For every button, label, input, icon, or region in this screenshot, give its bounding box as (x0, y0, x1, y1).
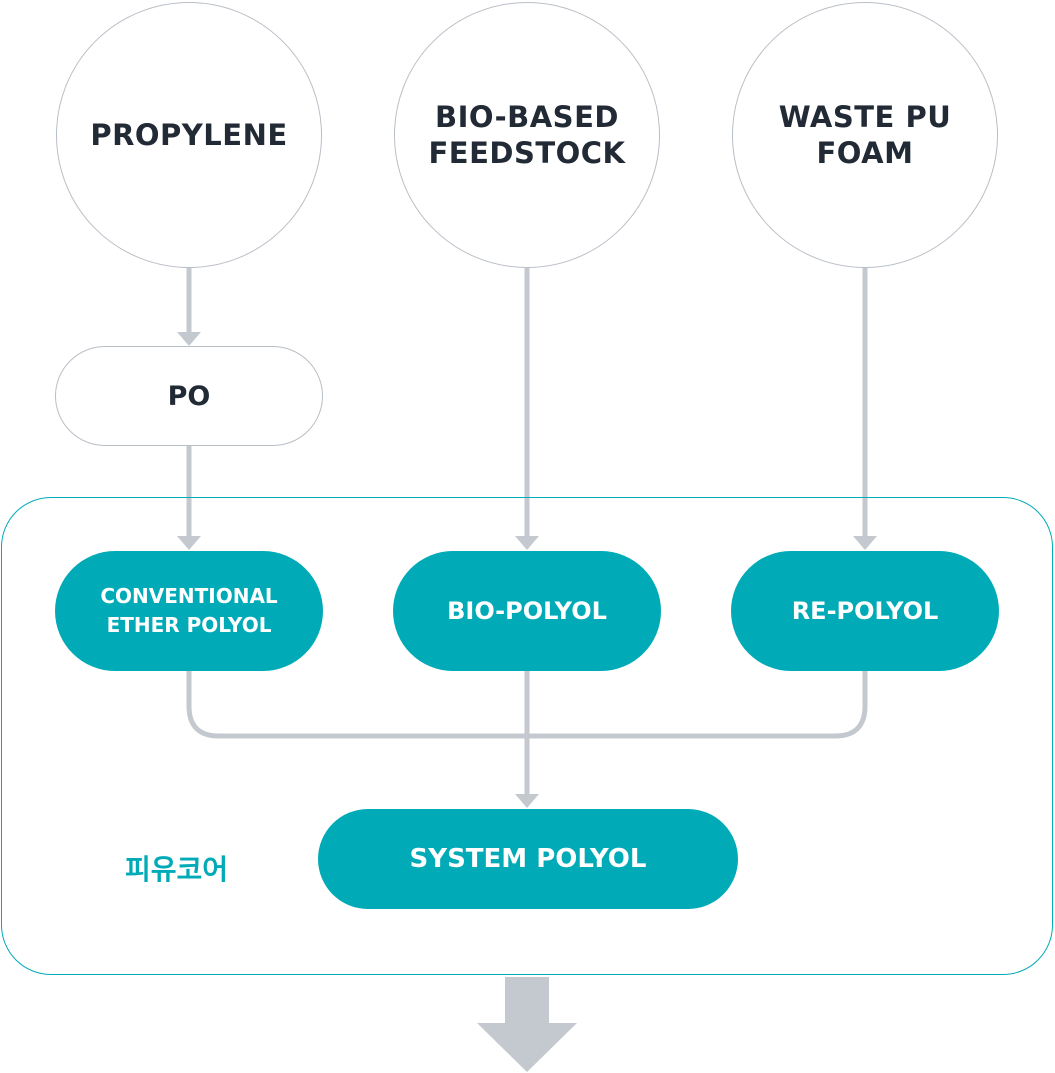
intermediate-po: PO (55, 346, 323, 446)
input-bio-based-feedstock: BIO-BASED FEEDSTOCK (394, 2, 660, 268)
polyol-label: BIO-POLYOL (447, 597, 607, 625)
arrowhead-biopolyol (515, 536, 539, 550)
polyol-conventional-ether: CONVENTIONAL ETHER POLYOL (55, 551, 323, 671)
input-label: BIO-BASED FEEDSTOCK (428, 100, 626, 170)
polyol-bio: BIO-POLYOL (393, 551, 661, 671)
polyol-label: RE-POLYOL (791, 597, 939, 625)
output-block-arrow (477, 977, 577, 1072)
picore-group-box (1, 497, 1053, 975)
arrowhead-po (177, 332, 201, 346)
arrowhead-conventional (177, 536, 201, 550)
polyol-re: RE-POLYOL (731, 551, 999, 671)
input-label: WASTE PU FOAM (778, 100, 952, 170)
intermediate-label: PO (167, 380, 211, 412)
input-waste-pu-foam: WASTE PU FOAM (732, 2, 998, 268)
group-label: 피유코어 (125, 853, 229, 886)
arrowhead-system-polyol (515, 794, 539, 808)
arrowhead-repolyol (853, 536, 877, 550)
input-label: PROPYLENE (90, 118, 288, 152)
output-label: SYSTEM POLYOL (409, 844, 647, 874)
output-system-polyol: SYSTEM POLYOL (318, 809, 738, 909)
input-propylene: PROPYLENE (56, 2, 322, 268)
polyol-label: CONVENTIONAL ETHER POLYOL (100, 584, 278, 637)
